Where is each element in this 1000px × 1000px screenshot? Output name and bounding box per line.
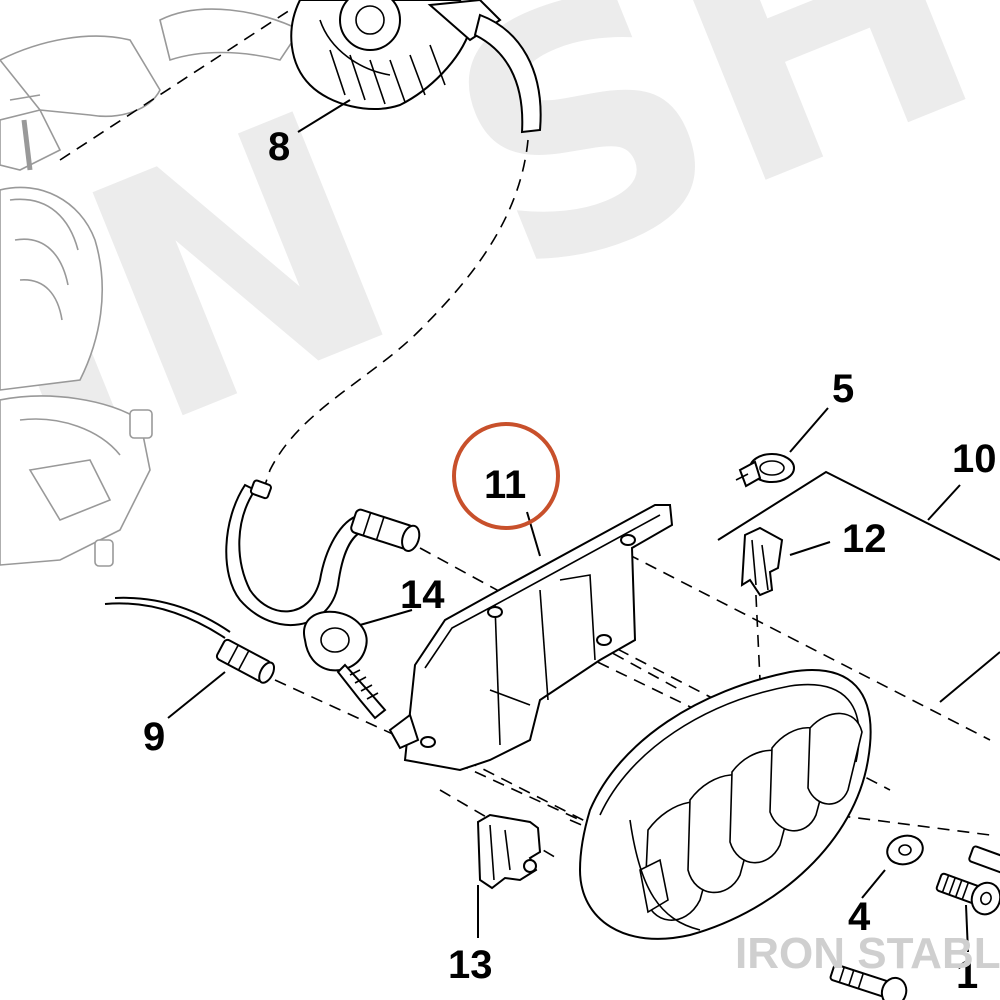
callout-13: 13 bbox=[448, 943, 493, 987]
highlight-circle bbox=[452, 422, 560, 530]
washer-part-4 bbox=[886, 834, 924, 866]
bolt-part-1 bbox=[829, 845, 1000, 1000]
callout-1: 1 bbox=[956, 953, 978, 997]
callout-11: 11 bbox=[484, 463, 526, 507]
part-10-outline bbox=[717, 470, 1000, 703]
callout-10: 10 bbox=[952, 437, 997, 481]
callout-leaders bbox=[167, 99, 969, 953]
connector-cable-loop bbox=[225, 479, 421, 626]
watermark-text: IRON STABLE bbox=[735, 929, 1000, 978]
regulator-part-10 bbox=[578, 669, 872, 940]
clip-part-5 bbox=[735, 453, 795, 488]
mounting-bracket-part-11 bbox=[388, 504, 674, 772]
clip-part-13 bbox=[476, 813, 542, 890]
stator-part-8 bbox=[290, 0, 502, 110]
callout-8: 8 bbox=[268, 125, 290, 169]
callout-4: 4 bbox=[848, 895, 871, 939]
callout-14: 14 bbox=[400, 573, 445, 617]
wire-harness-part-9 bbox=[104, 596, 276, 684]
engine-outline bbox=[0, 8, 302, 567]
clip-part-12 bbox=[740, 526, 784, 597]
clamp-part-14 bbox=[303, 610, 387, 720]
stator-route-dash bbox=[264, 139, 529, 486]
callout-5: 5 bbox=[832, 367, 854, 411]
callout-9-label: 9 bbox=[143, 715, 165, 759]
callout-12: 12 bbox=[842, 517, 887, 561]
dash-to-engine bbox=[59, 9, 291, 161]
stator-cable bbox=[473, 13, 542, 134]
